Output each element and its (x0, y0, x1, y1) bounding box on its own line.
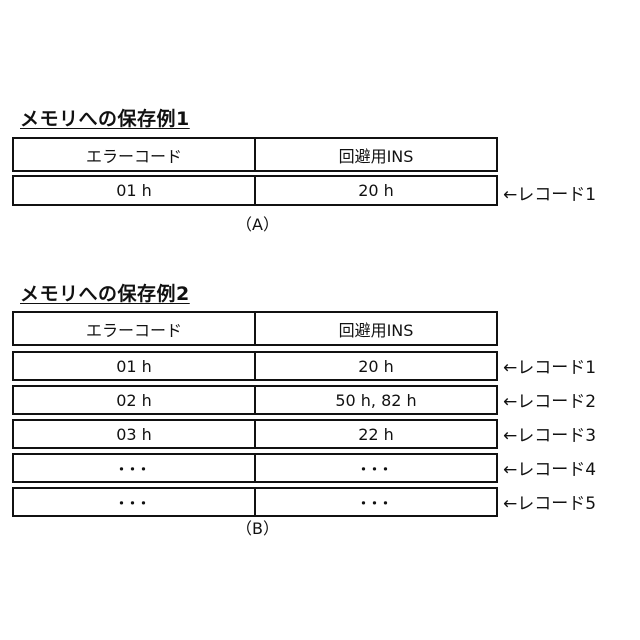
record-label: ←レコード1 (503, 180, 596, 205)
memory-table-b: エラーコード 回避用INS 01 h 20 h 02 h 50 h, 82 h … (12, 311, 498, 521)
record-label: ←レコード3 (503, 421, 596, 446)
table-row: ･･･ ･･･ (12, 453, 498, 483)
error-code-cell: 02 h (14, 387, 256, 413)
header-error-code: エラーコード (14, 139, 256, 170)
memory-table-a: エラーコード 回避用INS 01 h 20 h (12, 137, 498, 206)
error-code-cell: ･･･ (14, 489, 256, 515)
table-row: 03 h 22 h (12, 419, 498, 449)
avoid-ins-cell: 20 h (256, 177, 496, 204)
error-code-cell: 01 h (14, 177, 256, 204)
record-label: ←レコード4 (503, 455, 596, 480)
record-label: ←レコード5 (503, 489, 596, 514)
caption-b: （B） (236, 515, 279, 539)
error-code-cell: 03 h (14, 421, 256, 447)
caption-a: （A） (236, 211, 279, 235)
avoid-ins-cell: 22 h (256, 421, 496, 447)
table-row: ･･･ ･･･ (12, 487, 498, 517)
avoid-ins-cell: ･･･ (256, 455, 496, 481)
example1-title: メモリへの保存例1 (20, 104, 190, 131)
avoid-ins-cell: 50 h, 82 h (256, 387, 496, 413)
table-row: 01 h 20 h (12, 175, 498, 206)
record-label: ←レコード2 (503, 387, 596, 412)
header-error-code: エラーコード (14, 313, 256, 344)
header-avoid-ins: 回避用INS (256, 139, 496, 170)
avoid-ins-cell: ･･･ (256, 489, 496, 515)
header-avoid-ins: 回避用INS (256, 313, 496, 344)
example2-title: メモリへの保存例2 (20, 279, 190, 306)
avoid-ins-cell: 20 h (256, 353, 496, 379)
table-header-row: エラーコード 回避用INS (12, 137, 498, 172)
error-code-cell: ･･･ (14, 455, 256, 481)
record-label: ←レコード1 (503, 353, 596, 378)
table-row: 02 h 50 h, 82 h (12, 385, 498, 415)
error-code-cell: 01 h (14, 353, 256, 379)
table-row: 01 h 20 h (12, 351, 498, 381)
table-header-row: エラーコード 回避用INS (12, 311, 498, 346)
